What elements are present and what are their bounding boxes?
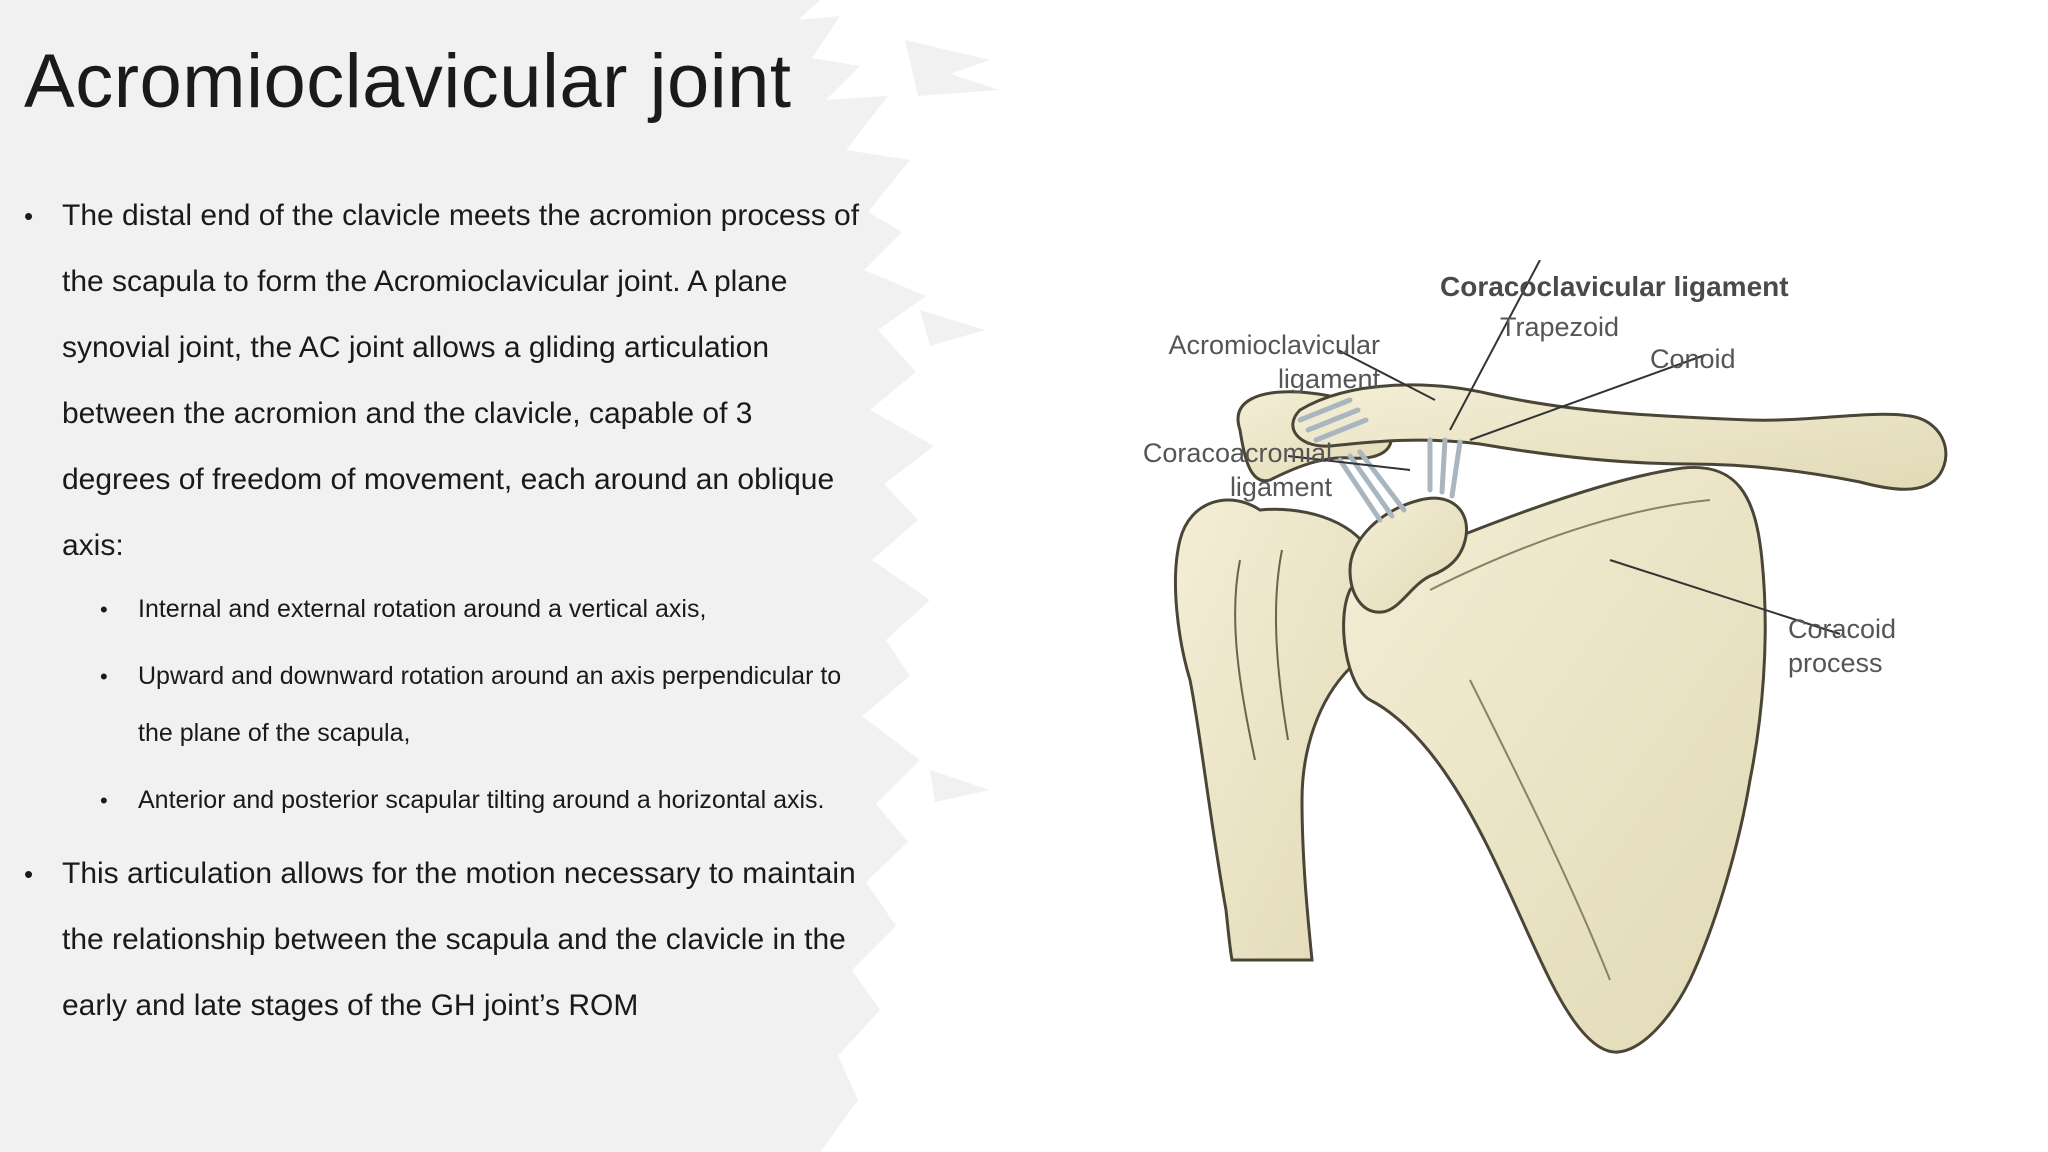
bullet-item: • This articulation allows for the motio… bbox=[24, 841, 864, 1039]
label-leader-lines bbox=[1287, 260, 1841, 635]
bullet-item: • The distal end of the clavicle meets t… bbox=[24, 183, 864, 579]
sub-bullet-list: • Internal and external rotation around … bbox=[24, 581, 864, 829]
bullet-glyph: • bbox=[24, 859, 34, 889]
bullet-glyph: • bbox=[100, 597, 108, 622]
label-acromioclavicular-line1: Acromioclavicular bbox=[1168, 330, 1380, 360]
label-trapezoid: Trapezoid bbox=[1500, 312, 1620, 342]
brush-stroke-background bbox=[0, 0, 1000, 1152]
sub-bullet-text: Internal and external rotation around a … bbox=[138, 595, 707, 623]
label-coracoacromial-line1: Coracoacromial bbox=[1142, 438, 1332, 468]
sub-bullet-item: • Upward and downward rotation around an… bbox=[24, 648, 864, 762]
sub-bullet-text: Anterior and posterior scapular tilting … bbox=[138, 786, 825, 814]
bullet-glyph: • bbox=[24, 201, 34, 231]
slide-title: Acromioclavicular joint bbox=[24, 39, 792, 124]
label-acromioclavicular-line2: ligament bbox=[1277, 364, 1380, 394]
coracoid-process-bone bbox=[1348, 496, 1468, 614]
bullet-glyph: • bbox=[100, 788, 108, 813]
bullet-text: This articulation allows for the motion … bbox=[62, 857, 856, 1022]
label-coracoid-line2: process bbox=[1788, 648, 1883, 678]
shoulder-bones-drawing bbox=[1173, 260, 1948, 1054]
slide-body: • The distal end of the clavicle meets t… bbox=[24, 183, 864, 1039]
label-coracoid-line1: Coracoid bbox=[1788, 614, 1897, 644]
label-conoid: Conoid bbox=[1650, 344, 1736, 374]
shoulder-anatomy-illustration: Coracoclavicular ligament Trapezoid Cono… bbox=[1050, 260, 2000, 1060]
sub-bullet-item: • Internal and external rotation around … bbox=[24, 581, 864, 638]
bullet-text: The distal end of the clavicle meets the… bbox=[62, 199, 860, 562]
sub-bullet-item: • Anterior and posterior scapular tiltin… bbox=[24, 772, 864, 829]
figure-heading: Coracoclavicular ligament bbox=[1440, 271, 1789, 302]
clavicle-bone bbox=[1291, 383, 1948, 491]
label-coracoacromial-line2: ligament bbox=[1229, 472, 1332, 502]
sub-bullet-text: Upward and downward rotation around an a… bbox=[138, 662, 842, 747]
bullet-glyph: • bbox=[100, 664, 108, 689]
scapula-bone bbox=[1342, 465, 1767, 1054]
ligament-fibers bbox=[1297, 397, 1463, 523]
